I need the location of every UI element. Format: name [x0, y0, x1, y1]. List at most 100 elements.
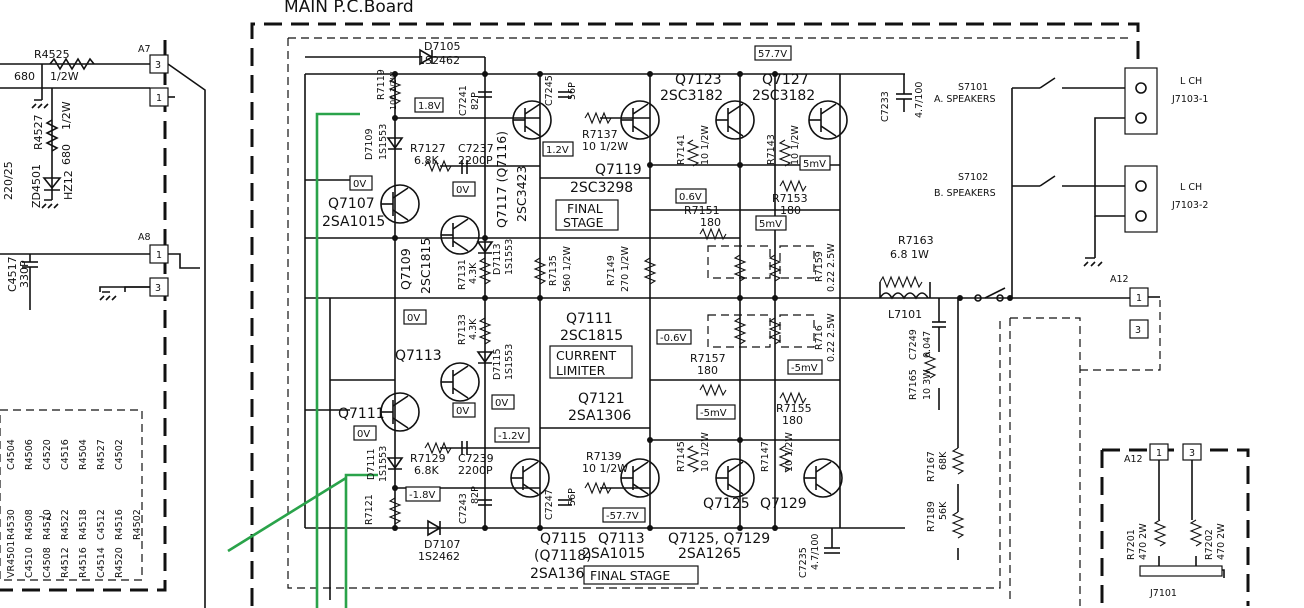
c7237-value: 2200P — [458, 154, 493, 167]
q7109-label: Q7109 — [398, 248, 413, 290]
a12b-pin1: 1 — [1156, 448, 1162, 459]
left-table-cell: C4512 — [96, 509, 107, 540]
left-table-cell: R4527 — [96, 439, 107, 470]
lch2-label: L CH — [1180, 182, 1202, 193]
q7107-type: 2SA1015 — [322, 214, 385, 230]
tag-0v-e: 0V — [456, 406, 469, 417]
j7101-connector — [1139, 565, 1223, 577]
tag-m5mv-b: -5mV — [700, 408, 727, 419]
s7101-label: S7101 — [958, 82, 988, 93]
q7115-label: Q7115 — [540, 531, 587, 547]
left-table-cell: R4510 — [42, 509, 53, 540]
r7155-value: 180 — [782, 414, 803, 427]
tag-5mv-a: 5mV — [803, 159, 826, 170]
q7127-label: Q7127 — [762, 72, 809, 88]
r7145-value: 10 1/2W — [700, 432, 711, 472]
r7149-label: R7149 — [606, 255, 617, 286]
zd4501-label: ZD4501 — [30, 164, 43, 208]
d7115-symbol — [476, 351, 494, 364]
r7129-value: 6.8K — [414, 464, 439, 477]
tag-m1-2v: -1.2V — [498, 431, 525, 442]
left-table-cell: C4504 — [6, 439, 17, 470]
left-table-cell: R4508 — [24, 509, 35, 540]
r7147-value: 10 1/2W — [784, 432, 795, 472]
r7141-value: 10 1/2W — [700, 125, 711, 165]
dashed-placeholder-bottom — [707, 314, 771, 348]
a12-pin1: 1 — [1136, 293, 1142, 304]
q7111-symbol — [380, 392, 420, 432]
q7129-symbol — [803, 458, 843, 498]
r4527-value: 680 — [60, 144, 73, 165]
d7113-symbol — [476, 241, 494, 254]
d7111-label: D7111 — [366, 449, 377, 481]
c7237-label: C7237 — [458, 142, 494, 155]
dashed-placeholder-top — [707, 245, 771, 279]
r7133-label: R7133 — [457, 314, 468, 345]
l7101-label: L7101 — [888, 308, 922, 321]
s7102-label: S7102 — [958, 172, 988, 183]
left-table-cell: C4510 — [24, 547, 35, 578]
q7113b-type: 2SA1015 — [582, 546, 645, 562]
c7243-label: C7243 — [458, 493, 469, 524]
d7109-label: D7109 — [364, 129, 375, 161]
r7135-value: 560 1/2W — [562, 246, 573, 292]
tag-m0-6v: -0.6V — [660, 333, 687, 344]
q7111-label: Q7111 — [338, 406, 385, 422]
d7115-type: 1S1553 — [504, 344, 515, 380]
left-table-cell: R4522 — [60, 509, 71, 540]
d7113-label: D7113 — [492, 244, 503, 276]
final-stage-bottom-box — [583, 565, 699, 585]
r7157-label: R7157 — [690, 352, 726, 365]
c7235-label: C7235 — [798, 547, 809, 578]
zd4501-value: HZ12 — [62, 170, 75, 200]
r7189-label: R7189 — [926, 501, 937, 532]
q7113-symbol — [440, 362, 480, 402]
final-stage-bottom: FINAL STAGE — [590, 568, 670, 583]
r7131-value: 4.3K — [468, 262, 479, 284]
a12b-pin3: 3 — [1189, 448, 1195, 459]
a8-pin-3: 3 — [155, 283, 161, 294]
d7107-symbol — [427, 519, 442, 537]
r7153-label: R7153 — [772, 192, 808, 205]
j7103-2-label: J7103-2 — [1171, 200, 1208, 211]
r7151-label: R7151 — [684, 204, 720, 217]
left-table-extra: ~2 — [38, 512, 52, 523]
a7-wire — [167, 63, 206, 608]
resistor-symbols — [388, 77, 1203, 547]
j7103-1-label: J7103-1 — [1171, 94, 1208, 105]
s7101-desc: A. SPEAKERS — [934, 94, 996, 105]
final-stage-top-2: STAGE — [563, 215, 604, 230]
l7101-inductor — [879, 292, 929, 300]
r7153-value: 180 — [780, 204, 801, 217]
c7239-value: 2200P — [458, 464, 493, 477]
board-outline — [0, 22, 1250, 606]
c7233-label: C7233 — [880, 91, 891, 122]
r7165-value: 10 3W — [922, 369, 933, 400]
q7111b-type: 2SC1815 — [560, 328, 623, 344]
q7125-29-label: Q7125, Q7129 — [668, 531, 770, 547]
r7139-label: R7139 — [586, 450, 622, 463]
r4527-watt: 1/2W — [60, 101, 73, 130]
left-section: A7 3 1 R4525 680 1/2W R4527 680 1/2W ZD4… — [0, 44, 206, 608]
left-table-cell: R4518 — [78, 509, 89, 540]
q7121-symbol — [620, 458, 660, 498]
left-table-cell: VR4501 — [6, 541, 17, 578]
left-table-cell: C4502 — [114, 439, 125, 470]
j7101-label: J7101 — [1149, 588, 1177, 599]
q7123-label: Q7123 — [675, 72, 722, 88]
a7-pin-1: 1 — [156, 93, 162, 104]
r7121-label: R7121 — [364, 494, 375, 525]
left-table-cell: C4514 — [96, 547, 107, 578]
q7115-symbol — [510, 458, 550, 498]
q7123-type: 2SC3182 — [660, 88, 723, 104]
r7163-label: R7163 — [898, 234, 934, 247]
r7131-label: R7131 — [457, 259, 468, 290]
left-table-cell: R4502 — [132, 509, 143, 540]
tag-m5mv-a: -5mV — [791, 363, 818, 374]
r7167-value: 68K — [938, 451, 949, 470]
final-stage-top-box — [555, 199, 619, 231]
c7247-label: C7247 — [544, 489, 555, 520]
r7119-label: R7119 — [376, 69, 387, 100]
r7202-value: 470 2W — [1216, 523, 1227, 560]
r7127-value: 6.8K — [414, 154, 439, 167]
